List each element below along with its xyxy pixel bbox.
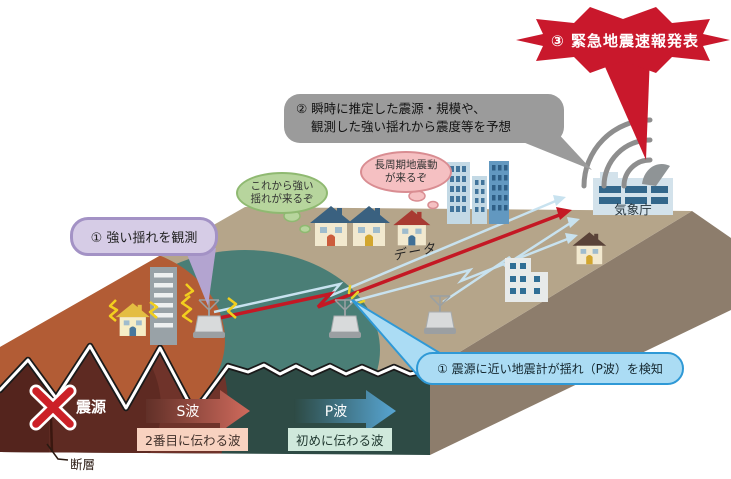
pink-thought-line2: が来るぞ	[385, 172, 427, 184]
p-wave-arrow	[294, 390, 396, 432]
green-thought-line1: これから強い	[250, 179, 314, 192]
green-thought-line2: 揺れが来るぞ	[250, 193, 314, 205]
shaking-marks-icon	[108, 283, 238, 324]
fault-label: 断層	[70, 457, 96, 472]
detect-bubble: ① 震源に近い地震計が揺れ（P波）を検知	[416, 352, 684, 385]
s-wave-label: S波	[176, 404, 200, 420]
fault-pointer-line	[46, 443, 69, 461]
epicenter-x-icon	[29, 384, 77, 431]
pink-thought-bubble: 長周期地震動 が来るぞ	[360, 151, 452, 193]
highrise-buildings-icon	[447, 161, 509, 224]
green-thought-bubble: これから強い 揺れが来るぞ	[236, 172, 328, 214]
data-arrow-red	[209, 212, 563, 322]
alert-burst-label: ③ 緊急地震速報発表	[551, 32, 699, 50]
prediction-bubble-line2: 観測した強い揺れから震度等を予想	[311, 119, 512, 135]
alert-burst-icon	[516, 7, 730, 160]
s-wave-arrow	[146, 390, 250, 432]
s-wave-caption: 2番目に伝わる波	[137, 428, 249, 451]
p-wave-caption: 初めに伝わる波	[288, 428, 392, 451]
p-wave-label: P波	[324, 404, 348, 420]
ground-side-face	[430, 211, 731, 455]
white-building-icon	[505, 258, 548, 302]
observe-bubble: ① 強い揺れを観測	[70, 217, 218, 256]
purple-bubble-tail	[186, 248, 216, 306]
epicenter-label: 震源	[76, 398, 107, 416]
prediction-bubble-line1: ② 瞬時に推定した震源・規模や、	[296, 101, 486, 116]
seismic-wave-trace	[0, 342, 434, 416]
pink-thought-trail	[408, 190, 439, 210]
pink-thought-line1: 長周期地震動	[374, 158, 438, 171]
city-buildings	[115, 161, 607, 345]
satellite-dish-icon	[642, 164, 670, 186]
prediction-bubble: ② 瞬時に推定した震源・規模や、 観測した強い揺れから震度等を予想	[284, 94, 564, 144]
jma-label: 気象庁	[614, 202, 652, 217]
